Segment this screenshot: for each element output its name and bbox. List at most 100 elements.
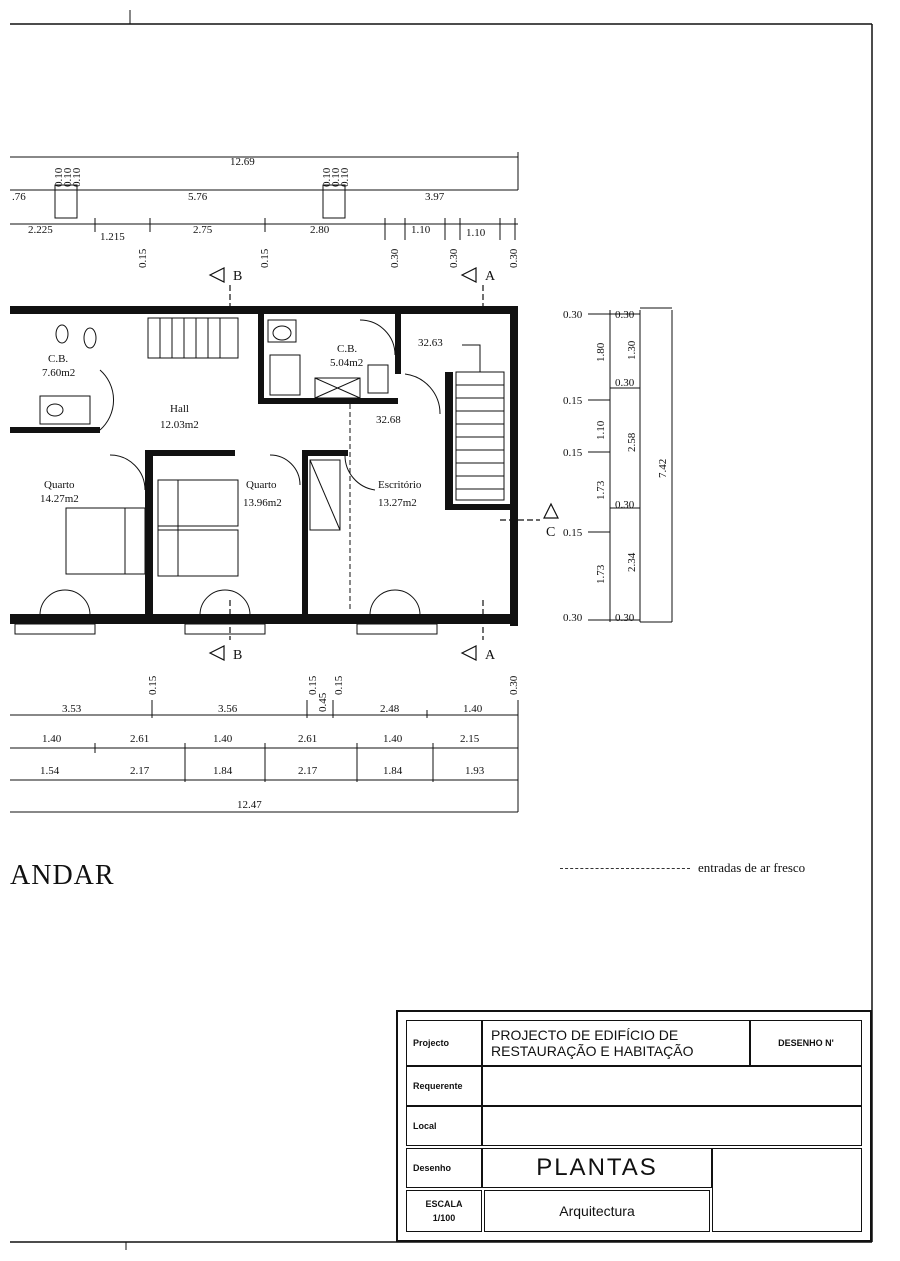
tb-projecto-value-cell: PROJECTO DE EDIFÍCIO DE RESTAURAÇÃO E HA… (482, 1020, 750, 1066)
legend: entradas de ar fresco (560, 860, 805, 876)
dim-bottom-v-4: 0.30 (508, 675, 520, 695)
dim-top-r3-0: 2.225 (28, 224, 53, 236)
tb-escala-label: ESCALA (425, 1199, 463, 1209)
room-escritorio-area: 13.27m2 (378, 497, 417, 509)
dim-small-a-0: 0.10 (53, 167, 65, 187)
right-dimension-lines (588, 307, 673, 623)
tb-projecto-label-cell: Projecto (406, 1020, 482, 1066)
dim-top-r2-0: .76 (12, 191, 26, 203)
tb-desenho-value: PLANTAS (536, 1154, 658, 1181)
tb-local-value-cell (482, 1106, 862, 1146)
floor-title: ANDAR (10, 860, 115, 891)
dim-right-mid-3: 1.73 (595, 564, 607, 584)
legend-text: entradas de ar fresco (698, 860, 806, 875)
dim-right-in-0: 0.30 (615, 309, 635, 321)
dim-top-v-1: 0.15 (259, 248, 271, 268)
dim-top-r3-3: 2.80 (310, 224, 330, 236)
room-cb-mid-area: 5.04m2 (330, 357, 363, 369)
dim-bottom-v-2: 0.45 (317, 692, 329, 712)
dim-right-outer-0: 0.30 (563, 309, 583, 321)
tb-discipline: Arquitectura (559, 1203, 635, 1219)
dim-total-top: 12.69 (230, 156, 255, 168)
dim-top-v-3: 0.30 (448, 248, 460, 268)
dim-bottom-v-1: 0.15 (307, 675, 319, 695)
dim-right-mid-2: 1.73 (595, 480, 607, 500)
tb-escala-cell: ESCALA 1/100 (406, 1190, 482, 1232)
furniture (39, 319, 389, 610)
doors (14, 319, 441, 635)
dim-right-in-6: 0.30 (615, 612, 635, 624)
level-32-63: 32.63 (418, 337, 443, 349)
section-c: C (546, 525, 555, 540)
drawing-frame (10, 10, 873, 1250)
dim-right-outer-1: 0.15 (563, 395, 583, 407)
room-labels: C.B. 7.60m2 Hall 12.03m2 C.B. 5.04m2 32.… (40, 337, 443, 509)
dim-right-in-5: 2.34 (626, 552, 638, 572)
dim-bottom-r2-1: 2.61 (130, 733, 149, 745)
dim-right-total: 7.42 (657, 459, 669, 478)
room-quarto-left-name: Quarto (44, 479, 75, 491)
level-32-68: 32.68 (376, 414, 401, 426)
section-b-bottom: B (233, 648, 242, 663)
dim-top-r3-2: 2.75 (193, 224, 213, 236)
room-cb-left-name: C.B. (48, 353, 68, 365)
dim-bottom-r3-2: 1.84 (213, 765, 233, 777)
tb-desenho-n-label: DESENHO N' (778, 1038, 834, 1048)
dim-bottom-r1-1: 3.56 (218, 703, 238, 715)
dim-small-a-2: 0.10 (71, 167, 83, 187)
dim-right-in-3: 2.58 (626, 432, 638, 452)
dim-bottom-r1-2: 2.48 (380, 703, 400, 715)
tb-requerente-value-cell (482, 1066, 862, 1106)
tb-desenho-value-cell: PLANTAS (482, 1148, 712, 1188)
dim-right-mid-0: 1.80 (595, 342, 607, 362)
room-quarto-mid-area: 13.96m2 (243, 497, 282, 509)
stairs (147, 317, 505, 501)
dim-top-r2-1: 5.76 (188, 191, 208, 203)
dim-right-outer-2: 0.15 (563, 447, 583, 459)
section-b-top: B (233, 269, 242, 284)
dim-top-r3-5: 1.10 (466, 227, 486, 239)
tb-requerente-label-cell: Requerente (406, 1066, 482, 1106)
tb-escala-value: 1/100 (432, 1213, 456, 1223)
room-quarto-mid-name: Quarto (246, 479, 277, 491)
dim-bottom-total: 12.47 (237, 799, 262, 811)
room-hall-name: Hall (170, 403, 189, 415)
section-a-top: A (485, 269, 496, 284)
dim-bottom-r2-2: 1.40 (213, 733, 233, 745)
legend-dash-line (560, 867, 690, 869)
dim-top-v-2: 0.30 (389, 248, 401, 268)
tb-projecto-line1: PROJECTO DE EDIFÍCIO DE (491, 1027, 679, 1043)
dim-right-in-4: 0.30 (615, 499, 635, 511)
dim-bottom-r1-3: 1.40 (463, 703, 483, 715)
tb-requerente-label: Requerente (413, 1081, 463, 1091)
dim-bottom-r3-5: 1.93 (465, 765, 485, 777)
room-escritorio-name: Escritório (378, 479, 422, 491)
dim-top-r2-2: 3.97 (425, 191, 445, 203)
tb-local-label: Local (413, 1121, 437, 1131)
dim-bottom-r3-3: 2.17 (298, 765, 318, 777)
top-dimension-values: 12.69 .76 5.76 3.97 2.225 1.215 2.75 2.8… (12, 156, 520, 268)
room-quarto-left-area: 14.27m2 (40, 493, 79, 505)
dim-right-outer-4: 0.30 (563, 612, 583, 624)
bottom-dimension-values: 0.15 0.15 0.45 0.15 0.30 3.53 3.56 2.48 … (40, 675, 520, 811)
dim-small-a-1: 0.10 (62, 167, 74, 187)
walls (10, 306, 518, 626)
title-block: Projecto PROJECTO DE EDIFÍCIO DE RESTAUR… (396, 1010, 872, 1242)
dim-top-r3-4: 1.10 (411, 224, 431, 236)
dim-bottom-r3-1: 2.17 (130, 765, 150, 777)
top-dimension-lines (10, 152, 519, 240)
right-dimension-values: 0.30 0.15 0.15 0.15 0.30 1.80 1.10 1.73 … (563, 309, 669, 624)
dim-right-in-2: 0.30 (615, 377, 635, 389)
tb-desenho-n-cell: DESENHO N' (750, 1020, 862, 1066)
dim-bottom-v-3: 0.15 (333, 675, 345, 695)
dim-bottom-r2-5: 2.15 (460, 733, 480, 745)
dim-bottom-r2-3: 2.61 (298, 733, 317, 745)
section-labels: B A B A C (233, 269, 555, 663)
dim-right-outer-3: 0.15 (563, 527, 583, 539)
dim-small-b-1: 0.10 (330, 167, 342, 187)
dim-top-v-0: 0.15 (137, 248, 149, 268)
dim-small-b-0: 0.10 (321, 167, 333, 187)
room-cb-mid-name: C.B. (337, 343, 357, 355)
bottom-dimension-lines (10, 700, 519, 813)
